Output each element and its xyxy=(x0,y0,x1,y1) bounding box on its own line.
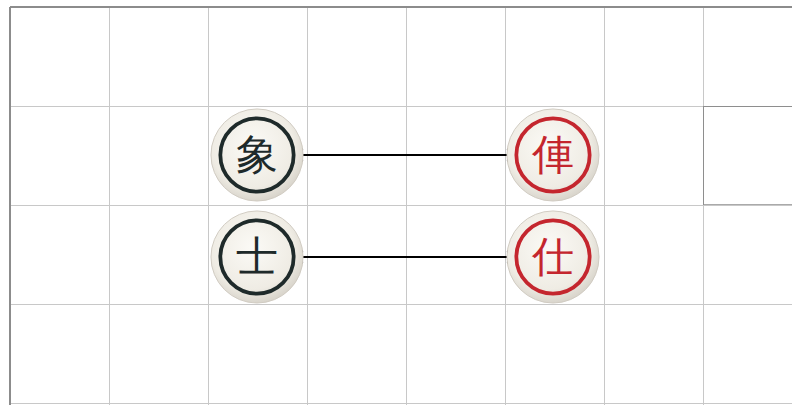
grid-lines xyxy=(10,7,792,405)
double-arrow xyxy=(291,154,519,156)
double-arrow xyxy=(291,256,519,258)
selection-box xyxy=(704,107,792,205)
board-edge xyxy=(10,6,792,8)
chess-piece: 仕 xyxy=(506,210,600,304)
piece-character: 仕 xyxy=(532,236,574,278)
chess-piece: 俥 xyxy=(506,108,600,202)
piece-character: 士 xyxy=(236,236,278,278)
chess-piece: 士 xyxy=(210,210,304,304)
board-edge xyxy=(9,7,11,405)
piece-character: 象 xyxy=(236,134,278,176)
chess-piece: 象 xyxy=(210,108,304,202)
piece-character: 俥 xyxy=(532,134,574,176)
